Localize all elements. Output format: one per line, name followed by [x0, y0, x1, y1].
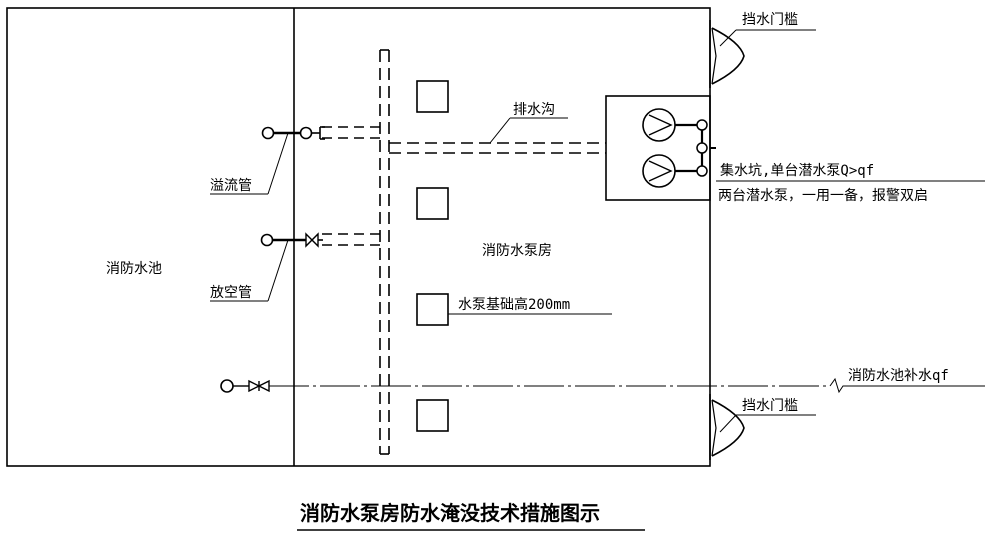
pump-base-3: [416, 293, 449, 326]
drain-pipe: [260, 232, 323, 248]
sill-top-label: 挡水门槛: [742, 12, 798, 28]
diagram-title: 消防水泵房防水淹没技术措施图示: [300, 501, 600, 525]
overflow-branch: [322, 126, 380, 139]
sump-label-2: 两台潜水泵，一用一备，报警双启: [718, 187, 928, 204]
pool-label: 消防水池: [106, 261, 162, 277]
valve-mid-icon: [696, 142, 708, 154]
overflow-pipe-label: 溢流管: [210, 178, 252, 194]
submersible-pump-2-icon: [642, 154, 676, 188]
drain-branch: [322, 233, 380, 246]
drainage-ditch: [389, 142, 606, 154]
pump-base-4: [416, 399, 449, 432]
check-valve-1-icon: [696, 119, 708, 131]
ditch-leader: [489, 117, 511, 144]
check-valve-2-icon: [696, 165, 708, 177]
pump-base-2: [416, 187, 449, 220]
ditch-label: 排水沟: [513, 102, 555, 118]
sump-label-1: 集水坑,单台潜水泵Q>qf: [720, 162, 874, 179]
pump-room-label: 消防水泵房: [482, 243, 552, 259]
overflow-pipe: [261, 126, 325, 140]
makeup-label: 消防水池补水qf: [848, 368, 949, 384]
submersible-pump-1-icon: [642, 108, 676, 142]
door-sill-bottom: [709, 394, 816, 460]
pump-base-1: [416, 80, 449, 113]
door-sill-top: [709, 20, 816, 88]
building-outline: [6, 7, 711, 467]
makeup-water-line: [220, 377, 985, 394]
drain-pipe-label: 放空管: [210, 285, 252, 301]
overflow-leader: [267, 132, 289, 195]
vertical-trench: [379, 50, 390, 454]
pump-base-label: 水泵基础高200mm: [458, 296, 570, 313]
sill-bottom-label: 挡水门槛: [742, 398, 798, 414]
drain-leader: [267, 239, 289, 302]
